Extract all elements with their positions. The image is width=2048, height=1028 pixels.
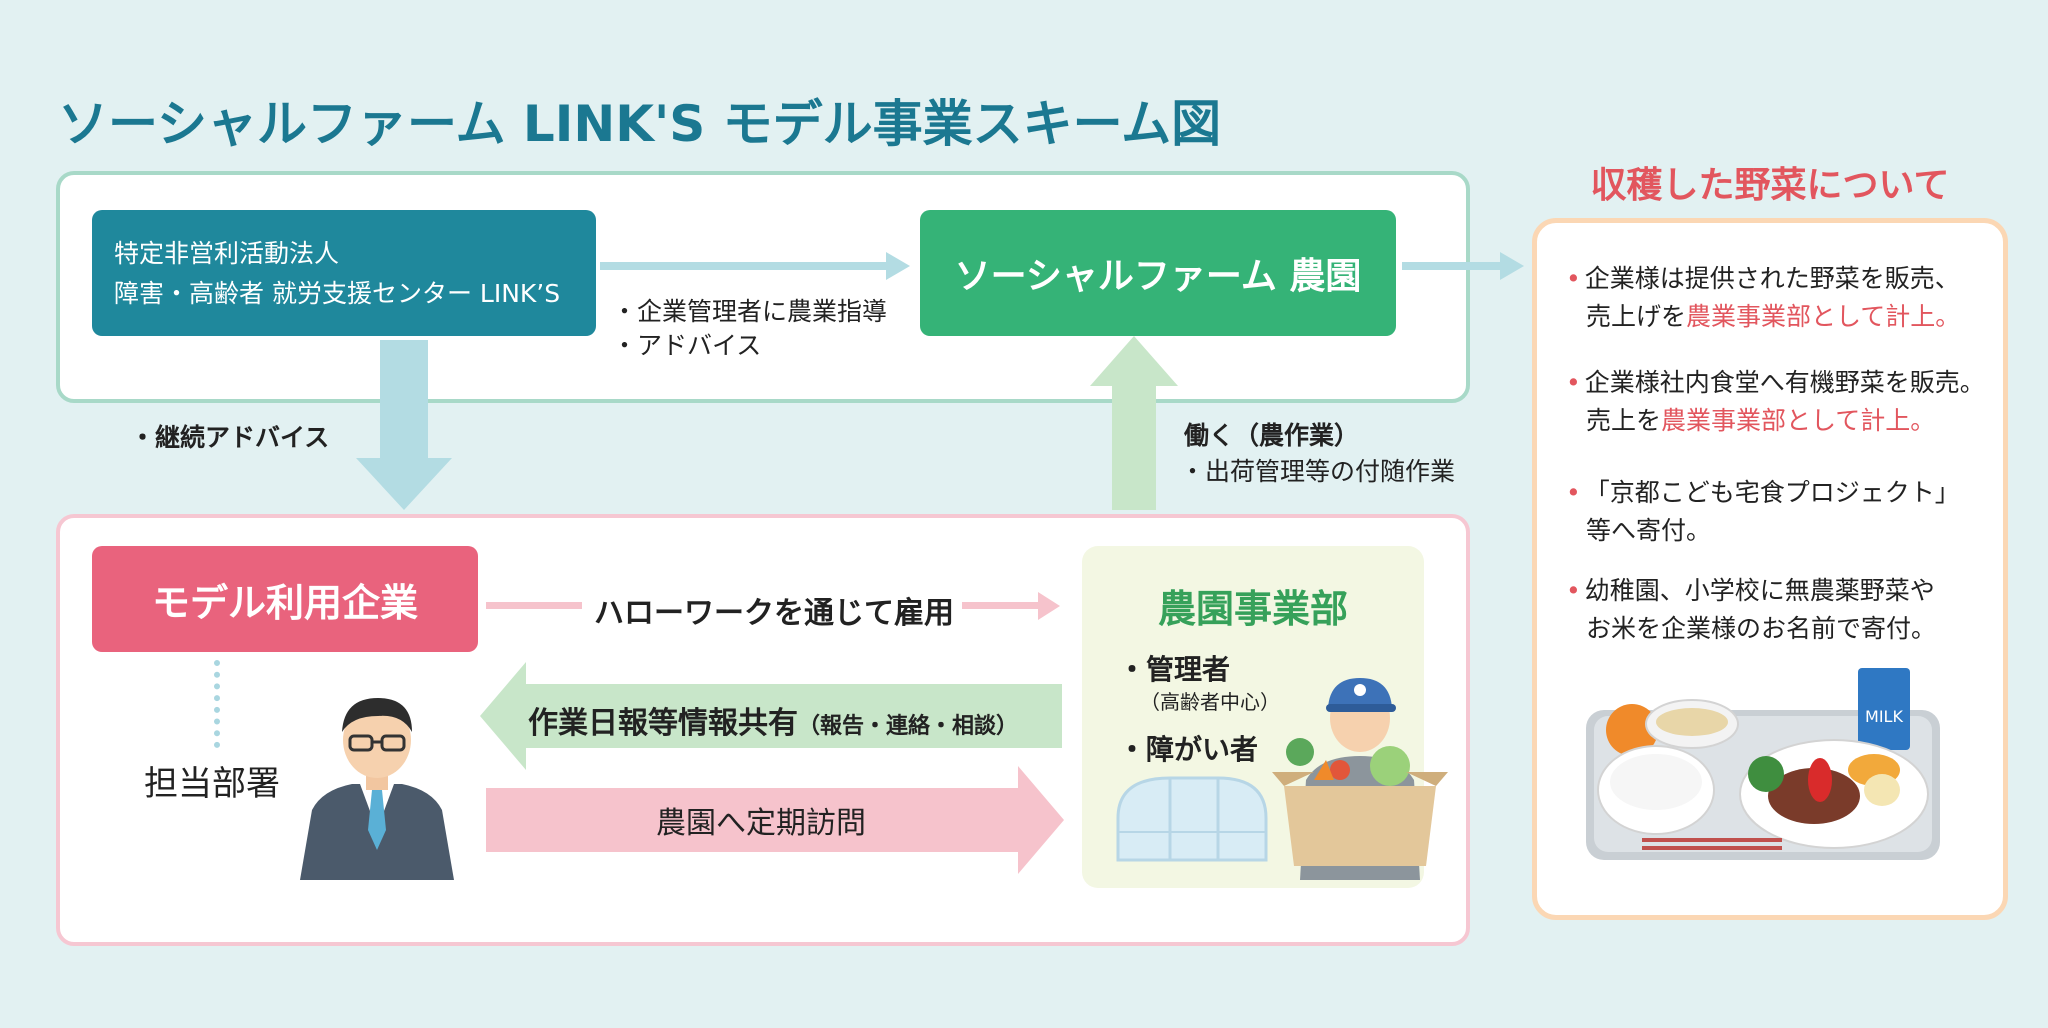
info-share-arrow [480,662,1062,770]
bullet-dot: • [1566,368,1581,397]
harvest-bullet-3: •「京都こども宅食プロジェクト」 等へ寄付。 [1566,474,1960,550]
harvest-b1-line2b: 農業事業部として計上。 [1686,302,1961,331]
info-share-main: 作業日報等情報共有 [528,706,798,741]
bullet-dot: • [1566,576,1581,605]
work-note-1: 働く（農作業） [1184,421,1360,450]
milk-label: MILK [1865,707,1903,726]
harvest-bullet-2: •企業様社内食堂へ有機野菜を販売。 売上を農業事業部として計上。 [1566,364,1985,440]
harvest-b4-line2: お米を企業様のお名前で寄付。 [1586,614,1937,643]
guidance-note-2: ・アドバイス [612,331,762,360]
advice-down-arrow [356,340,452,510]
farmer-illustration [1272,678,1448,880]
harvest-b3-line1: 「京都こども宅食プロジェクト」 [1584,478,1960,507]
hire-label: ハローワークを通じて雇用 [594,596,954,631]
harvest-b3-line2: 等へ寄付。 [1586,516,1712,545]
visit-arrow [486,766,1064,874]
farm-dept-title: 農園事業部 [1157,587,1348,631]
harvest-b2-line1: 企業様社内食堂へ有機野菜を販売。 [1584,368,1985,397]
harvest-b1-line1: 企業様は提供された野菜を販売、 [1584,264,1960,293]
info-share-sub: （報告・連絡・相談） [798,714,1019,739]
page-title: ソーシャルファーム LINK'S モデル事業スキーム図 [58,95,1222,153]
hire-arrow [486,592,1060,620]
farm-dept-disabled: ・障がい者 [1118,733,1259,766]
dept-label: 担当部署 [144,764,280,804]
links-box-line1: 特定非営利活動法人 [114,239,340,268]
work-note-2: ・出荷管理等の付随作業 [1180,457,1456,486]
links-organization-box: 特定非営利活動法人 障害・高齢者 就労支援センター LINK’S [92,210,596,336]
social-farm-box: ソーシャルファーム 農園 [920,210,1396,336]
businessman-illustration [300,698,454,880]
harvest-b2-line2a: 売上を [1586,406,1662,435]
greenhouse-illustration [1116,776,1268,862]
visit-label: 農園へ定期訪問 [656,806,866,841]
harvest-bullet-4: •幼稚園、小学校に無農薬野菜や お米を企業様のお名前で寄付。 [1566,572,1936,648]
dept-connector [214,660,220,748]
harvest-bullet-1: •企業様は提供された野菜を販売、 売上げを農業事業部として計上。 [1566,260,1960,336]
harvest-b1-line2a: 売上げを [1586,302,1687,331]
harvest-b4-line1: 幼稚園、小学校に無農薬野菜や [1584,576,1935,605]
work-up-arrow [1090,336,1178,510]
continuous-advice-note: ・継続アドバイス [130,423,330,452]
harvest-title: 収穫した野菜について [1590,165,1950,206]
harvest-b2-line2b: 農業事業部として計上。 [1661,406,1936,435]
guidance-arrow [600,252,910,280]
info-share-label: 作業日報等情報共有（報告・連絡・相談） [528,698,1018,742]
lunch-tray-illustration: MILK [1586,668,1940,860]
model-company-box: モデル利用企業 [92,546,478,652]
harvest-arrow [1402,252,1524,280]
farm-dept-manager-sub: （高齢者中心） [1140,690,1280,714]
bullet-dot: • [1566,478,1581,507]
guidance-note-1: ・企業管理者に農業指導 [612,297,888,326]
farm-dept-manager: ・管理者 [1118,653,1231,686]
links-box-line2: 障害・高齢者 就労支援センター LINK’S [114,279,561,308]
bullet-dot: • [1566,264,1581,293]
